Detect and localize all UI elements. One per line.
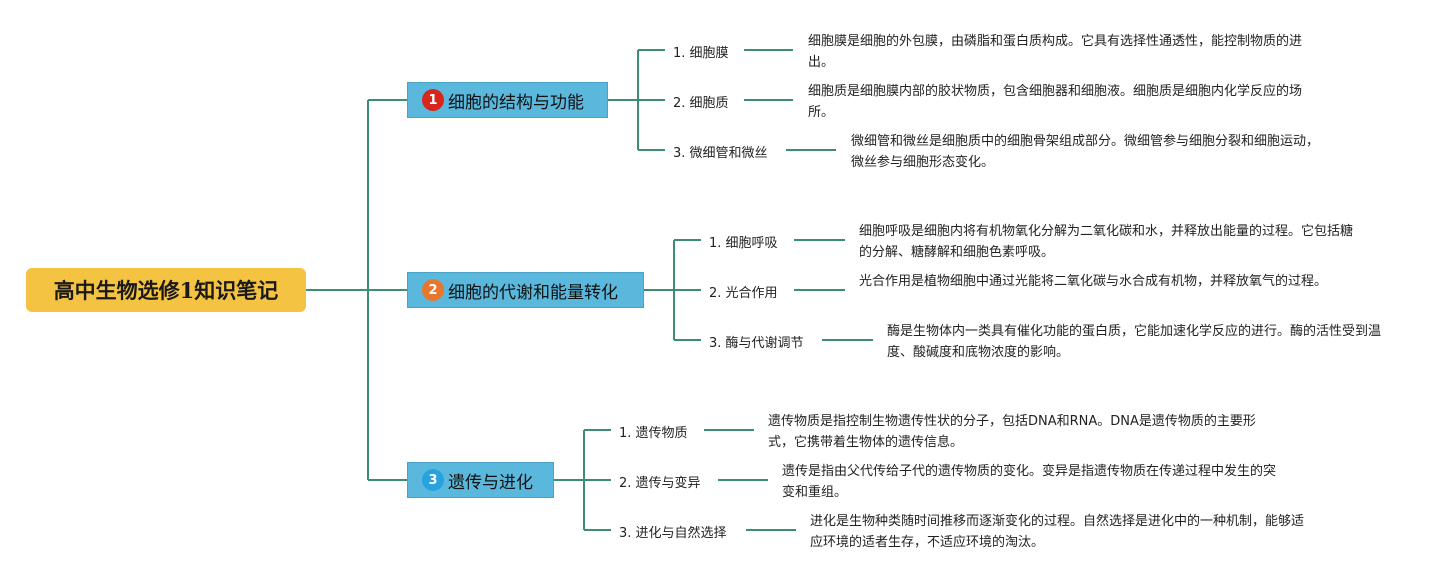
desc-microtubules: 微细管和微丝是细胞质中的细胞骨架组成部分。微细管参与细胞分裂和细胞运动，微丝参与… (851, 134, 1320, 170)
number-badge-2: 2 (422, 279, 444, 301)
topic-cell-membrane[interactable]: 1. 细胞膜 (673, 46, 729, 61)
branch-node-3[interactable]: 3 遗传与进化 (407, 462, 554, 498)
desc-heredity-variation: 遗传是指由父代传给子代的遗传物质的变化。变异是指遗传物质在传递过程中发生的突变和… (782, 464, 1277, 500)
topic-respiration[interactable]: 1. 细胞呼吸 (709, 236, 778, 251)
root-title: 高中生物选修1知识笔记 (53, 278, 279, 303)
number-badge-3: 3 (422, 469, 444, 491)
desc-cell-membrane: 细胞膜是细胞的外包膜，由磷脂和蛋白质构成。它具有选择性通透性，能控制物质的进出。 (808, 34, 1303, 70)
branch-title-1: 细胞的结构与功能 (448, 92, 584, 113)
topic-photosynthesis[interactable]: 2. 光合作用 (709, 286, 778, 301)
branch-title-3: 遗传与进化 (448, 472, 533, 493)
desc-enzymes: 酶是生物体内一类具有催化功能的蛋白质，它能加速化学反应的进行。酶的活性受到温度、… (887, 324, 1382, 360)
desc-genetic-material: 遗传物质是指控制生物遗传性状的分子，包括DNA和RNA。DNA是遗传物质的主要形… (768, 414, 1256, 450)
branch-title-2: 细胞的代谢和能量转化 (448, 282, 618, 303)
desc-photosynthesis: 光合作用是植物细胞中通过光能将二氧化碳与水合成有机物，并释放氧气的过程。 (859, 274, 1328, 289)
topic-genetic-material[interactable]: 1. 遗传物质 (619, 426, 688, 441)
root-node[interactable]: 高中生物选修1知识笔记 (26, 268, 306, 312)
desc-respiration: 细胞呼吸是细胞内将有机物氧化分解为二氧化碳和水，并释放出能量的过程。它包括糖的分… (859, 224, 1354, 260)
topic-cytoplasm[interactable]: 2. 细胞质 (673, 96, 729, 111)
branch-node-1[interactable]: 1 细胞的结构与功能 (407, 82, 608, 118)
desc-evolution: 进化是生物种类随时间推移而逐渐变化的过程。自然选择是进化中的一种机制，能够适应环… (810, 514, 1305, 550)
desc-cytoplasm: 细胞质是细胞膜内部的胶状物质，包含细胞器和细胞液。细胞质是细胞内化学反应的场所。 (808, 84, 1303, 120)
topic-microtubules[interactable]: 3. 微细管和微丝 (673, 146, 768, 161)
branch-node-2[interactable]: 2 细胞的代谢和能量转化 (407, 272, 644, 308)
topic-heredity-variation[interactable]: 2. 遗传与变异 (619, 476, 701, 491)
number-badge-1: 1 (422, 89, 444, 111)
topic-enzymes[interactable]: 3. 酶与代谢调节 (709, 336, 804, 351)
topic-evolution[interactable]: 3. 进化与自然选择 (619, 526, 727, 541)
